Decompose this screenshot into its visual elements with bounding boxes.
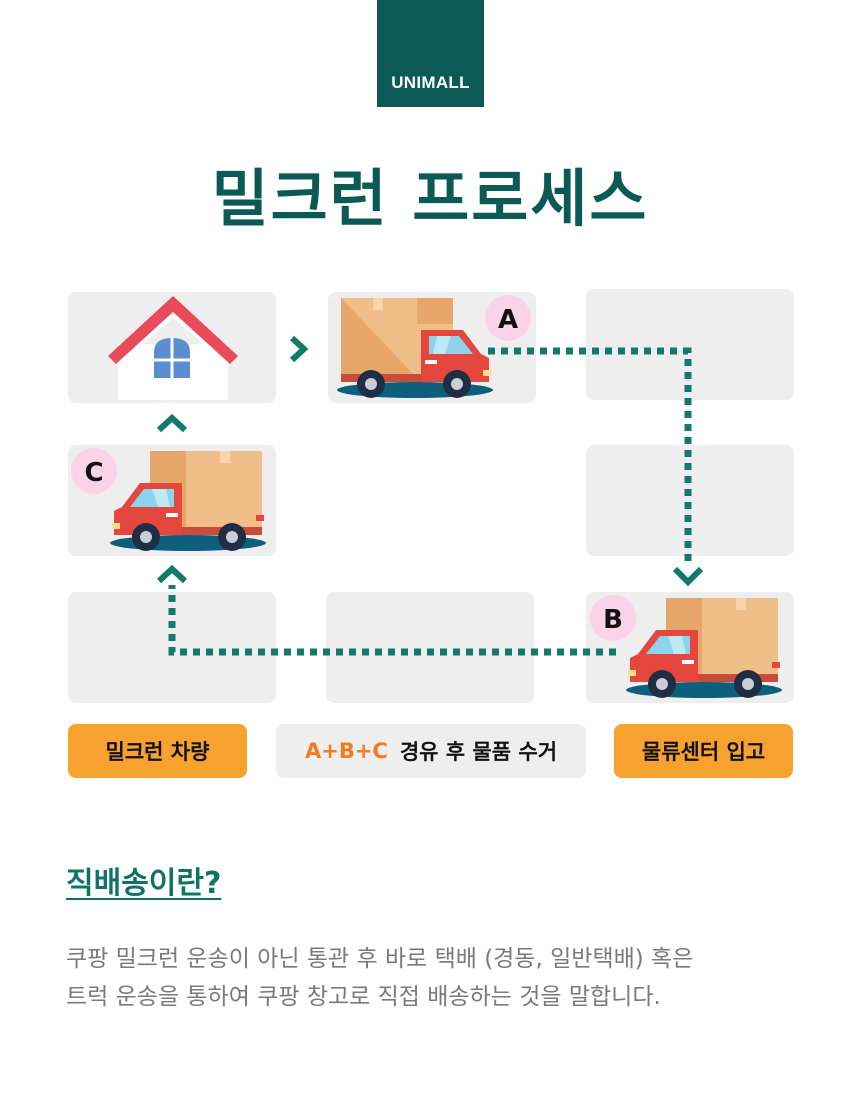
house-icon — [108, 296, 238, 400]
grid-cell-bottom-mid — [326, 592, 534, 703]
badge-c: C — [71, 448, 117, 494]
unimall-logo: UNIMALL — [377, 0, 484, 107]
tag-milkrun-vehicle-label: 밀크런 차량 — [105, 740, 210, 764]
badge-a-label: A — [498, 305, 518, 335]
grid-cell-top-right — [586, 289, 794, 400]
page-title: 밀크런 프로세스 — [211, 162, 649, 235]
chevron-up-icon — [156, 413, 188, 433]
truck-c-icon — [110, 451, 266, 551]
badge-b-label: B — [603, 605, 623, 635]
route-path — [168, 347, 692, 656]
badge-b: B — [590, 595, 636, 641]
section-description: 쿠팡 밀크런 운송이 아닌 통관 후 바로 택배 (경동, 일반택배) 혹은 트… — [66, 940, 806, 1016]
truck-a-icon — [337, 298, 493, 398]
section-title: 직배송이란? — [66, 866, 222, 901]
tag-route: A+B+C 경유 후 물품 수거 — [276, 724, 586, 778]
description-line: 트럭 운송을 통하여 쿠팡 창고로 직접 배송하는 것을 말합니다. — [66, 984, 661, 1010]
tag-milkrun-vehicle: 밀크런 차량 — [68, 724, 247, 778]
chevron-down-icon — [672, 566, 704, 587]
milkrun-diagram: A C B — [71, 295, 782, 698]
tag-warehouse: 물류센터 입고 — [614, 724, 793, 778]
tag-route-highlight: A+B+C — [304, 739, 388, 763]
logo-text: UNIMALL — [391, 73, 470, 92]
tag-route-label: 경유 후 물품 수거 — [399, 740, 558, 764]
chevron-right-icon — [289, 335, 309, 363]
badge-c-label: C — [84, 458, 103, 488]
badge-a: A — [485, 295, 531, 341]
truck-b-icon — [626, 598, 782, 698]
chevron-up-icon — [156, 564, 188, 584]
tag-warehouse-label: 물류센터 입고 — [641, 740, 766, 764]
description-line: 쿠팡 밀크런 운송이 아닌 통관 후 바로 택배 (경동, 일반택배) 혹은 — [66, 946, 694, 972]
